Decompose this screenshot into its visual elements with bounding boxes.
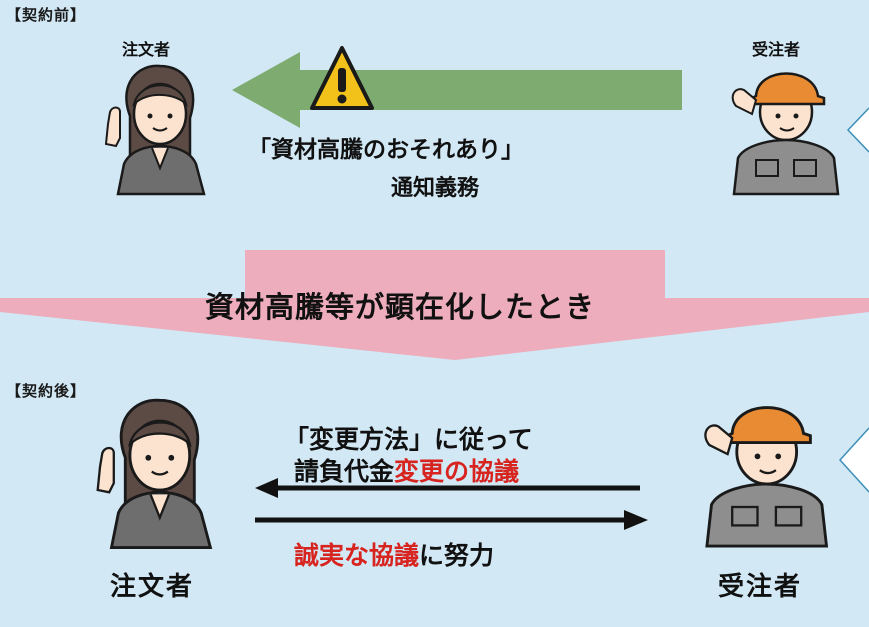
good-faith-line: 誠実な協議に努力	[294, 536, 494, 572]
construction-worker-icon	[731, 72, 840, 196]
businesswoman-icon	[104, 64, 206, 196]
transition-condition: 資材高騰等が顕在化したとき	[205, 290, 596, 324]
price-change-line: 請負代金変更の協議	[294, 452, 519, 488]
good-faith-normal: に努力	[419, 541, 495, 570]
businesswoman-icon	[96, 398, 213, 549]
client-label-top: 注文者	[122, 40, 171, 59]
price-change-normal: 請負代金	[294, 457, 395, 486]
risk-message: 「資材高騰のおそれあり」	[248, 137, 524, 163]
change-method-line: 「変更方法」に従って	[284, 425, 533, 454]
construction-worker-icon	[704, 406, 829, 548]
green-arrow-left	[232, 52, 682, 128]
contractor-label-bottom: 受注者	[718, 572, 803, 602]
price-change-red: 変更の協議	[394, 457, 520, 486]
good-faith-red: 誠実な協議	[294, 541, 420, 570]
before-contract-label: 【契約前】	[6, 6, 87, 24]
contractor-label-top: 受注者	[752, 40, 801, 59]
warning-triangle-icon	[310, 46, 374, 110]
client-label-bottom: 注文者	[110, 572, 195, 602]
after-contract-label: 【契約後】	[6, 382, 87, 400]
pink-down-arrow	[0, 250, 869, 360]
arrow-to-contractor	[255, 510, 648, 530]
speech-bubble-top	[846, 107, 869, 153]
arrow-to-client	[255, 478, 640, 498]
notification-duty: 通知義務	[391, 176, 480, 201]
speech-bubble-bottom	[838, 427, 869, 493]
